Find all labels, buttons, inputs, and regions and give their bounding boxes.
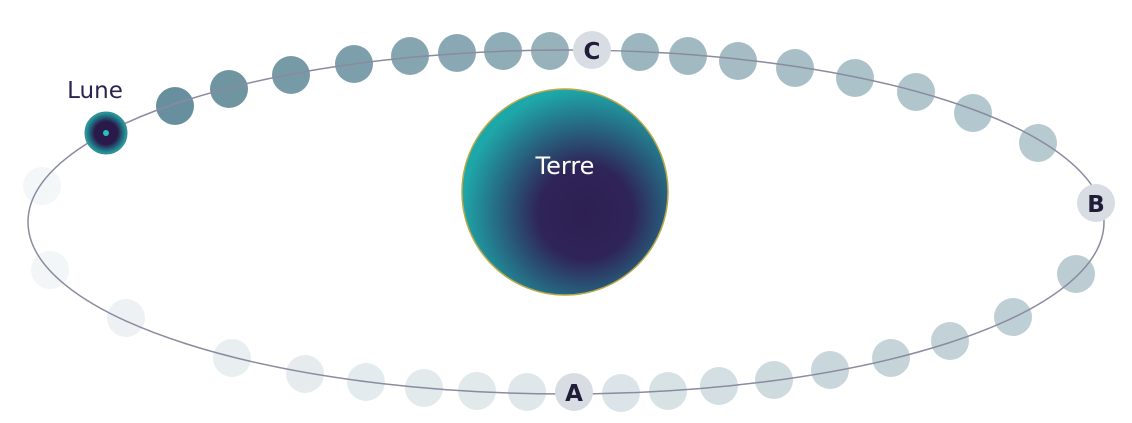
point-a-label: A	[565, 381, 583, 407]
trail-position	[156, 87, 194, 125]
point-b-marker: B	[1077, 184, 1115, 222]
point-c-marker: C	[573, 31, 611, 69]
earth	[461, 88, 669, 296]
trail-position	[872, 339, 910, 377]
trail-position	[811, 351, 849, 389]
point-b-label: B	[1087, 192, 1105, 218]
point-a-marker: A	[555, 373, 593, 411]
trail-position	[286, 355, 324, 393]
trail-position	[836, 59, 874, 97]
trail-position	[531, 32, 569, 70]
earth-label: Terre	[535, 152, 595, 180]
trail-position	[272, 56, 310, 94]
trail-position	[776, 49, 814, 87]
trail-position	[23, 167, 61, 205]
trail-position	[508, 373, 546, 411]
trail-position	[213, 339, 251, 377]
trail-position	[107, 299, 145, 337]
trail-position	[954, 94, 992, 132]
trail-position	[1019, 124, 1057, 162]
trail-position	[719, 42, 757, 80]
trail-position	[700, 367, 738, 405]
trail-position	[669, 37, 707, 75]
moon-label: Lune	[67, 78, 123, 104]
moon-center-dot	[103, 130, 109, 136]
trail-position	[210, 70, 248, 108]
point-c-label: C	[584, 39, 601, 65]
trail-position	[931, 322, 969, 360]
trail-position	[391, 37, 429, 75]
trail-position	[1057, 255, 1095, 293]
